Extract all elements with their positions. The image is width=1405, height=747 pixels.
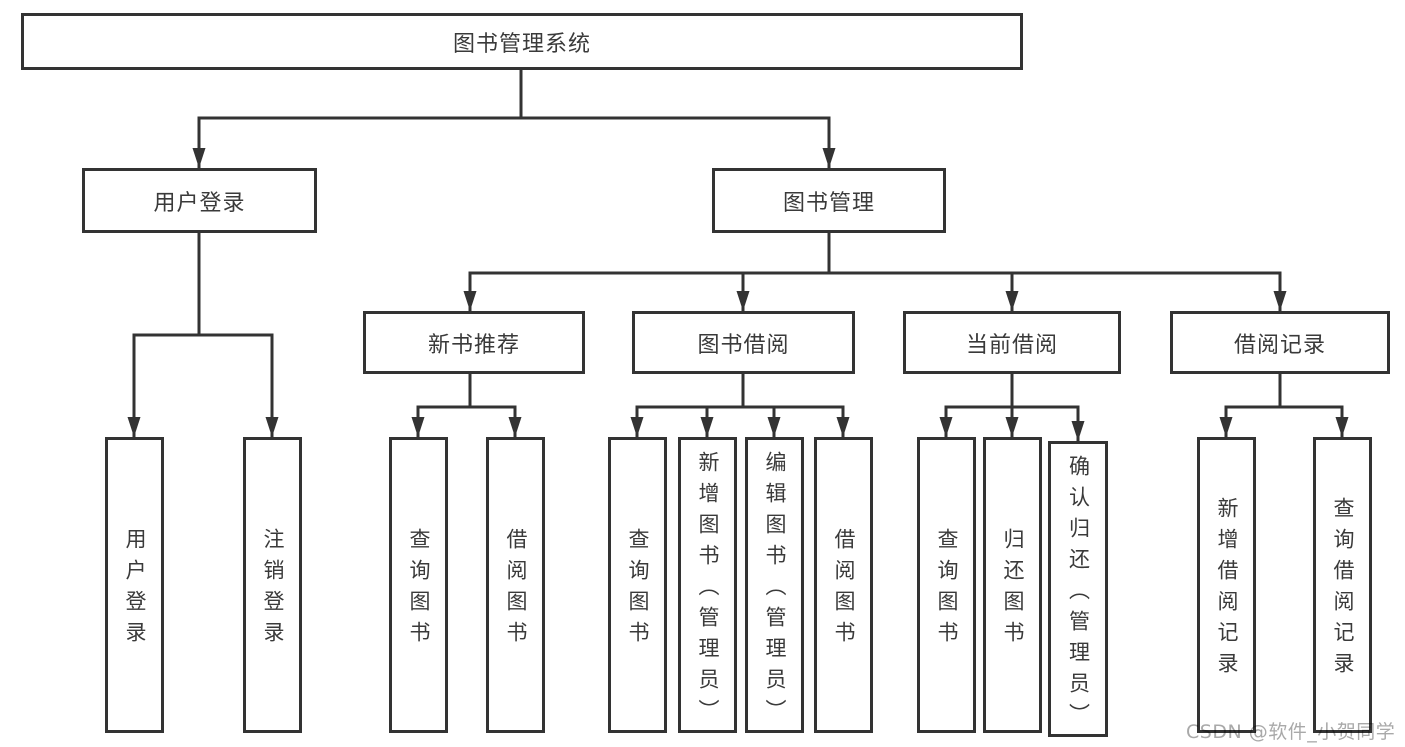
leaf-borrow-books-2: 借阅图书 xyxy=(814,437,873,733)
leaf-add-borrow-record: 新增借阅记录 xyxy=(1197,437,1256,733)
leaf-add-books-admin: 新增图书（管理员） xyxy=(678,437,737,733)
arrow-down-icon xyxy=(1071,421,1085,441)
arrow-down-icon xyxy=(700,417,714,437)
node-borrowing-records: 借阅记录 xyxy=(1170,311,1390,374)
leaf-query-borrow-record: 查询借阅记录 xyxy=(1313,437,1372,733)
arrow-down-icon xyxy=(463,291,477,311)
connector-root xyxy=(197,70,831,168)
leaf-query-books-2: 查询图书 xyxy=(608,437,667,733)
node-user-login: 用户登录 xyxy=(82,168,317,233)
leaf-query-books-3: 查询图书 xyxy=(917,437,976,733)
leaf-edit-books-admin: 编辑图书（管理员） xyxy=(745,437,804,733)
leaf-borrow-books: 借阅图书 xyxy=(486,437,545,733)
leaf-query-books: 查询图书 xyxy=(389,437,448,733)
arrow-down-icon xyxy=(736,291,750,311)
arrow-down-icon xyxy=(836,417,850,437)
leaf-user-login: 用户登录 xyxy=(105,437,164,733)
node-library-management-system: 图书管理系统 xyxy=(21,13,1023,70)
csdn-watermark: CSDN @软件_小贺同学 xyxy=(1186,721,1396,743)
leaf-confirm-return-admin: 确认归还（管理员） xyxy=(1048,441,1108,737)
arrow-down-icon xyxy=(939,417,953,437)
arrow-down-icon xyxy=(630,417,644,437)
node-book-management: 图书管理 xyxy=(712,168,946,233)
arrow-down-icon xyxy=(1005,417,1019,437)
arrow-down-icon xyxy=(411,417,425,437)
node-current-borrowing: 当前借阅 xyxy=(903,311,1121,374)
connector-book-borrowing xyxy=(635,374,845,437)
arrow-down-icon xyxy=(192,148,206,168)
connector-borrowing-records xyxy=(1224,374,1344,437)
arrow-down-icon xyxy=(1005,291,1019,311)
connector-new-book-recommend xyxy=(416,374,517,437)
connector-book-management xyxy=(468,233,1282,311)
node-new-book-recommend: 新书推荐 xyxy=(363,311,585,374)
arrow-down-icon xyxy=(822,148,836,168)
arrow-down-icon xyxy=(265,417,279,437)
connector-user-login xyxy=(132,233,274,437)
leaf-return-books: 归还图书 xyxy=(983,437,1042,733)
node-book-borrowing: 图书借阅 xyxy=(632,311,855,374)
leaf-logout: 注销登录 xyxy=(243,437,302,733)
arrow-down-icon xyxy=(767,417,781,437)
arrow-down-icon xyxy=(1219,417,1233,437)
arrow-down-icon xyxy=(1273,291,1287,311)
arrow-down-icon xyxy=(127,417,141,437)
arrowheads xyxy=(127,148,1349,441)
arrow-down-icon xyxy=(508,417,522,437)
arrow-down-icon xyxy=(1335,417,1349,437)
